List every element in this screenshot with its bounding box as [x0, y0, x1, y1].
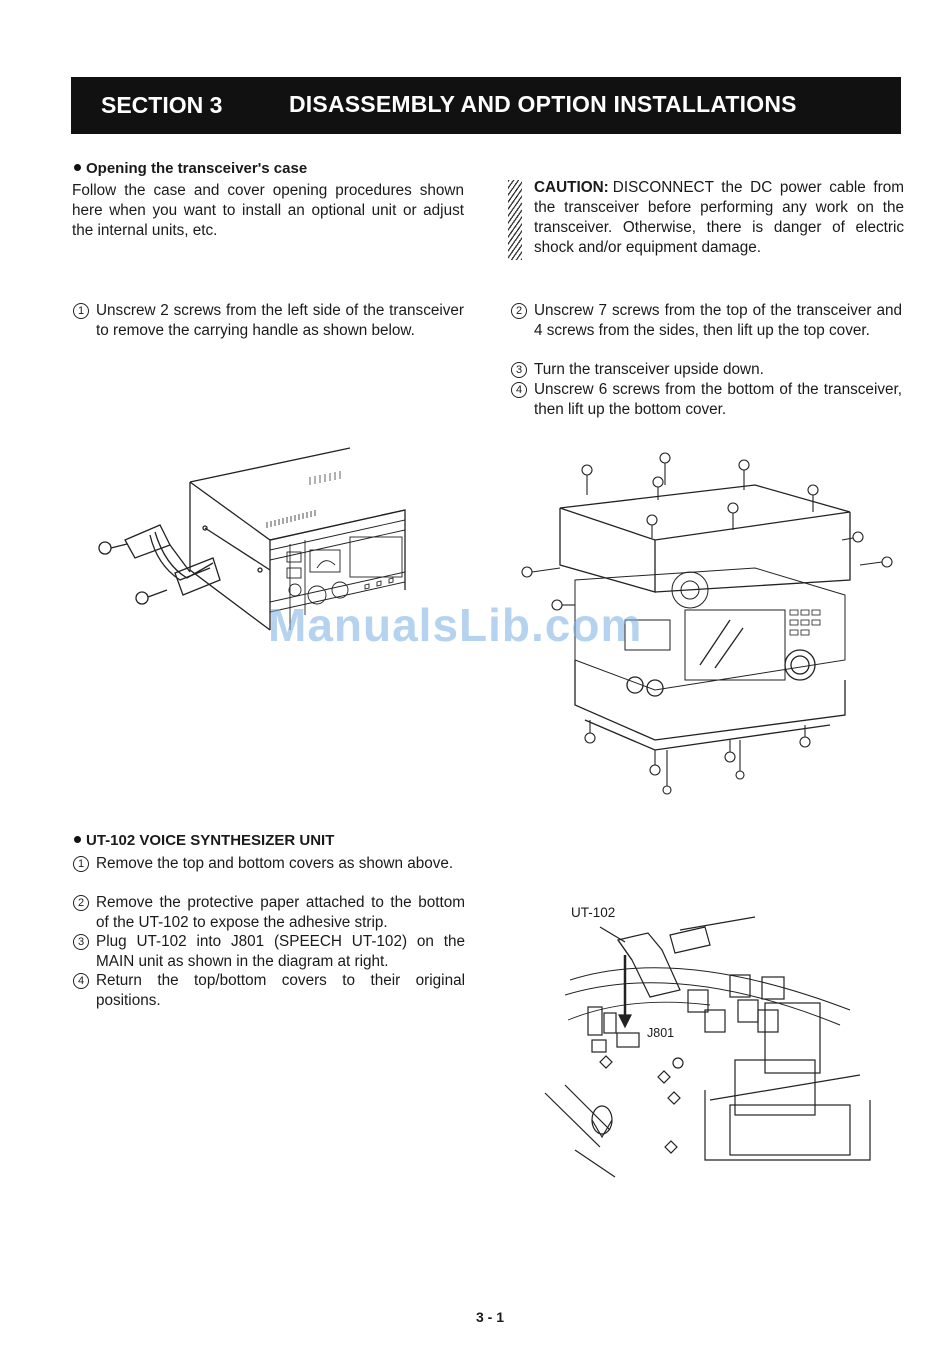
caution-notice: CAUTION:DISCONNECT the DC power cable fr… [508, 178, 904, 260]
caution-hatch-icon [508, 180, 522, 260]
opening-case-intro: Follow the case and cover opening proced… [72, 182, 464, 239]
step-number-badge: 3 [73, 934, 89, 950]
opening-step-1: 1 Unscrew 2 screws from the left side of… [72, 301, 464, 341]
opening-case-heading-text: Opening the transceiver's case [86, 160, 308, 177]
bullet-icon [74, 164, 81, 171]
page-number: 3 - 1 [476, 1309, 505, 1325]
j801-callout-label: J801 [647, 1026, 675, 1040]
handle-removal-illustration [98, 447, 406, 631]
cover-removal-illustration [521, 452, 893, 795]
opening-step-3: 3 Turn the transceiver upside down. [510, 360, 902, 380]
step-text: Unscrew 6 screws from the bottom of the … [534, 381, 902, 418]
watermark: ManualsLib.com [268, 599, 643, 651]
section-number: SECTION 3 [101, 92, 223, 118]
bullet-icon [74, 836, 81, 843]
step-number-badge: 2 [511, 303, 527, 319]
caution-label: CAUTION: [534, 179, 609, 196]
ut102-heading-text: UT-102 VOICE SYNTHESIZER UNIT [86, 832, 335, 849]
ut102-callout-label: UT-102 [571, 905, 616, 920]
ut102-step-3: 3 Plug UT-102 into J801 (SPEECH UT-102) … [72, 932, 465, 972]
section-title: DISASSEMBLY AND OPTION INSTALLATIONS [289, 91, 797, 117]
step-number-badge: 3 [511, 362, 527, 378]
step-text: Return the top/bottom covers to their or… [96, 972, 465, 1009]
opening-step-4: 4 Unscrew 6 screws from the bottom of th… [510, 380, 902, 420]
caution-text: DISCONNECT the DC power cable from the t… [534, 179, 904, 256]
step-number-badge: 4 [511, 382, 527, 398]
step-number-badge: 1 [73, 856, 89, 872]
step-text: Turn the transceiver upside down. [534, 361, 764, 378]
opening-case-heading: Opening the transceiver's case [74, 160, 307, 177]
ut102-install-illustration [544, 916, 871, 1178]
opening-step-2: 2 Unscrew 7 screws from the top of the t… [510, 301, 902, 341]
ut102-step-4: 4 Return the top/bottom covers to their … [72, 971, 465, 1011]
ut102-heading: UT-102 VOICE SYNTHESIZER UNIT [74, 832, 334, 849]
step-text: Unscrew 7 screws from the top of the tra… [534, 302, 902, 339]
section-header: SECTION 3 DISASSEMBLY AND OPTION INSTALL… [71, 77, 901, 134]
ut102-step-1: 1 Remove the top and bottom covers as sh… [72, 854, 465, 874]
step-text: Remove the top and bottom covers as show… [96, 855, 454, 872]
step-text: Remove the protective paper attached to … [96, 894, 465, 931]
caution-body: CAUTION:DISCONNECT the DC power cable fr… [534, 178, 904, 258]
step-number-badge: 1 [73, 303, 89, 319]
step-text: Plug UT-102 into J801 (SPEECH UT-102) on… [96, 933, 465, 970]
step-number-badge: 2 [73, 895, 89, 911]
step-number-badge: 4 [73, 973, 89, 989]
ut102-step-2: 2 Remove the protective paper attached t… [72, 893, 465, 933]
step-text: Unscrew 2 screws from the left side of t… [96, 302, 464, 339]
